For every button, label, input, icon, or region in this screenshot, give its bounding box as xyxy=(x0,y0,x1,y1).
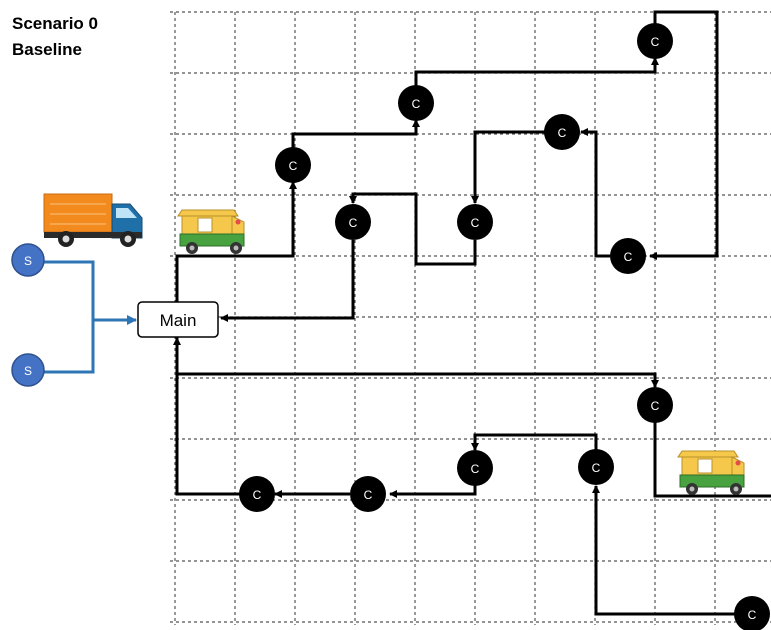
customer-node[interactable]: C xyxy=(734,596,770,630)
route-upper xyxy=(175,10,719,322)
route-lower xyxy=(173,335,771,616)
customer-label: C xyxy=(471,216,480,230)
supply-link-bottom xyxy=(42,320,95,374)
customer-node[interactable]: C xyxy=(350,476,386,512)
supply-link-top xyxy=(42,260,95,320)
customer-node[interactable]: C xyxy=(275,147,311,183)
customer-label: C xyxy=(748,608,757,622)
truck-icon xyxy=(43,193,143,247)
scenario-title: Scenario 0 xyxy=(12,14,98,33)
customer-node[interactable]: C xyxy=(610,238,646,274)
customer-label: C xyxy=(364,488,373,502)
customer-node[interactable]: C xyxy=(457,450,493,486)
customer-label: C xyxy=(592,461,601,475)
customer-label: C xyxy=(624,250,633,264)
customer-label: C xyxy=(412,97,421,111)
customer-label: C xyxy=(471,462,480,476)
supplier-node[interactable]: S xyxy=(11,353,45,387)
customer-label: C xyxy=(651,399,660,413)
customer-label: C xyxy=(289,159,298,173)
customer-label: C xyxy=(349,216,358,230)
customer-label: C xyxy=(558,126,567,140)
customer-node[interactable]: C xyxy=(398,85,434,121)
supplier-label: S xyxy=(24,364,32,378)
main-depot[interactable]: Main xyxy=(137,301,219,338)
customer-node[interactable]: C xyxy=(335,204,371,240)
customer-node[interactable]: C xyxy=(544,114,580,150)
main-label: Main xyxy=(160,311,197,330)
customer-node[interactable]: C xyxy=(578,449,614,485)
auto-rickshaw-icon xyxy=(677,450,745,495)
supplier-node[interactable]: S xyxy=(11,243,45,277)
customer-node[interactable]: C xyxy=(637,23,673,59)
customer-node[interactable]: C xyxy=(457,204,493,240)
supplier-label: S xyxy=(24,254,32,268)
supply-links xyxy=(42,260,137,374)
customer-label: C xyxy=(253,488,262,502)
auto-rickshaw-icon xyxy=(177,209,245,254)
customer-label: C xyxy=(651,35,660,49)
customer-node[interactable]: C xyxy=(239,476,275,512)
customer-node[interactable]: C xyxy=(637,387,673,423)
scenario-subtitle: Baseline xyxy=(12,40,82,59)
